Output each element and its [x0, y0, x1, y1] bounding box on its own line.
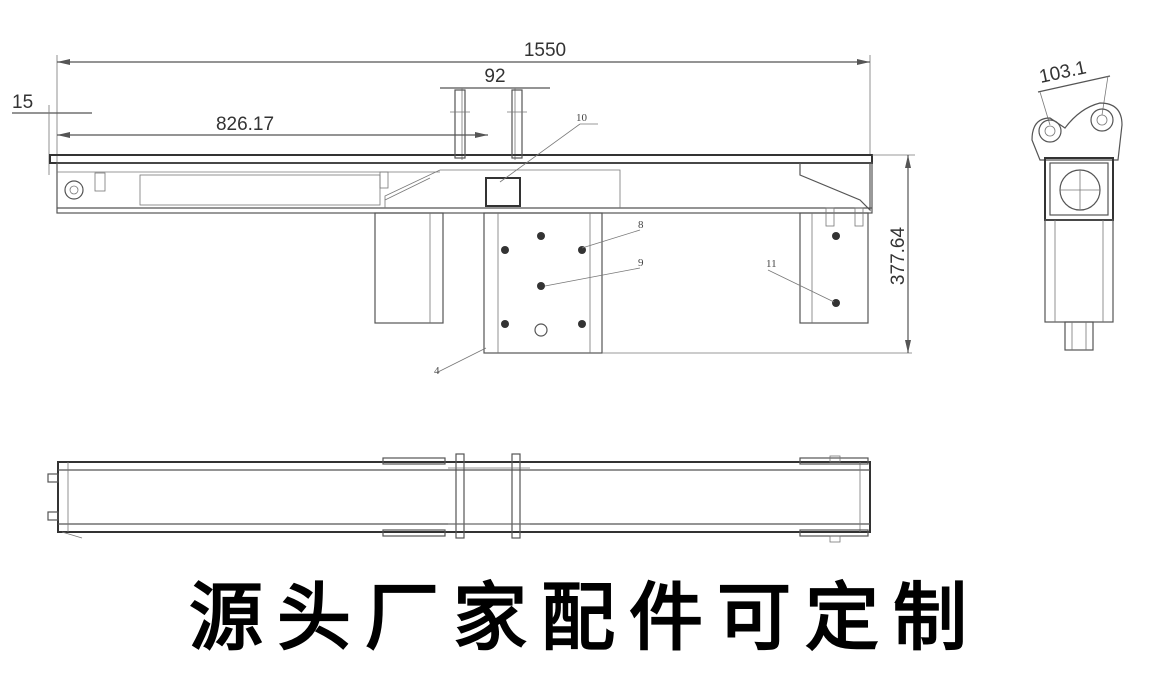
dim-flange-gap: 92: [484, 66, 505, 87]
dim-center-offset: 826.17: [216, 114, 274, 135]
technical-drawing: 1550 92 15 826.17: [12, 40, 1123, 543]
callout-11: 11: [766, 258, 777, 270]
callout-9: 9: [638, 257, 644, 269]
dim-end-offset: 15: [12, 92, 33, 113]
dim-overall-length: 1550: [524, 40, 566, 61]
top-view: [47, 453, 871, 543]
promo-banner-text: 源头厂家配件可定制: [189, 575, 981, 661]
dim-height: 377.64: [888, 227, 909, 286]
front-view: 1550 92 15 826.17: [12, 40, 915, 377]
callout-10: 10: [576, 112, 588, 124]
side-view: 103.1: [1031, 57, 1123, 351]
callout-8: 8: [638, 219, 644, 231]
callout-4: 4: [434, 365, 440, 377]
dim-side-width: 103.1: [1037, 57, 1088, 87]
